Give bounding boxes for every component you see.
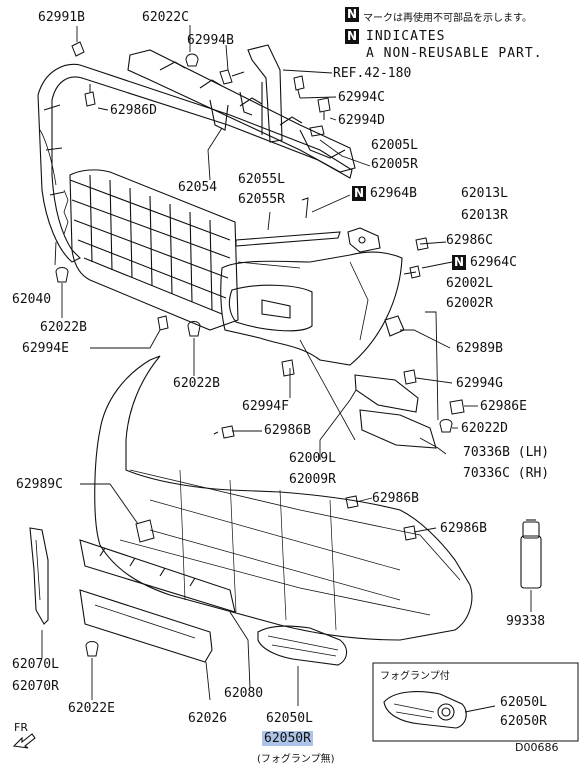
part-label: 62013L xyxy=(461,186,508,201)
non-reusable-mark: N xyxy=(352,186,366,201)
front-marker: FR xyxy=(14,721,28,734)
fog-option-box xyxy=(372,662,579,742)
side-extension xyxy=(29,527,49,625)
part-label: 62005L xyxy=(371,138,418,153)
part-label: 62050L xyxy=(266,711,313,726)
lower-spoiler xyxy=(79,589,213,663)
part-label: 62055R xyxy=(238,192,285,207)
part-label: 62070L xyxy=(12,657,59,672)
part-label: 62022B xyxy=(173,376,220,391)
bumper-corner xyxy=(220,251,403,366)
part-label: 62994C xyxy=(338,90,385,105)
part-label: 62986E xyxy=(480,399,527,414)
upper-bumper-frame xyxy=(37,63,353,331)
part-label: 62013R xyxy=(461,208,508,223)
part-label: 62022B xyxy=(40,320,87,335)
radiator-support xyxy=(247,44,283,143)
part-label: 62005R xyxy=(371,157,418,172)
part-label: 62022D xyxy=(461,421,508,436)
part-label: 62022C xyxy=(142,10,189,25)
part-label: 62994D xyxy=(338,113,385,128)
part-label: 62055L xyxy=(238,172,285,187)
part-label: 62991B xyxy=(38,10,85,25)
part-label: 62964B xyxy=(370,186,417,201)
non-reusable-mark: N xyxy=(452,255,466,270)
no-fog-note: (フォグランプ無) xyxy=(257,754,335,765)
legend-english-line2: A NON-REUSABLE PART. xyxy=(366,46,543,61)
fog-cover-plain xyxy=(257,625,348,666)
part-label: 70336C (RH) xyxy=(463,466,550,481)
part-label: 62050R xyxy=(500,714,547,729)
non-reusable-mark: N xyxy=(345,7,359,22)
part-label: 62964C xyxy=(470,255,517,270)
lower-bumper xyxy=(94,355,473,641)
lower-grille xyxy=(79,539,236,613)
legend-english-line1: INDICATES xyxy=(366,29,446,44)
part-label: 62002L xyxy=(446,276,493,291)
diagram-id: D00686 xyxy=(515,741,559,754)
side-brackets xyxy=(354,315,437,449)
fog-cover-with-lamp xyxy=(383,691,467,729)
part-label-highlighted[interactable]: 62050R xyxy=(262,731,313,746)
part-label: 62994E xyxy=(22,341,69,356)
part-label: 70336B (LH) xyxy=(463,445,550,460)
leader-lines xyxy=(41,25,532,713)
moulding-strip xyxy=(235,231,341,247)
part-label: 99338 xyxy=(506,614,546,629)
part-label: 62050L xyxy=(500,695,547,710)
part-label: 62080 xyxy=(224,686,264,701)
part-label: 62986C xyxy=(446,233,493,248)
part-label: 62994B xyxy=(187,33,234,48)
non-reusable-mark: N xyxy=(345,29,359,44)
touch-up-paint xyxy=(520,519,542,589)
part-label: 62070R xyxy=(12,679,59,694)
upper-reinforcement xyxy=(127,49,356,173)
part-label: 62994G xyxy=(456,376,503,391)
part-label: 62989C xyxy=(16,477,63,492)
part-label: 62989B xyxy=(456,341,503,356)
part-label: 62026 xyxy=(188,711,228,726)
part-label: 62040 xyxy=(12,292,52,307)
reference-label: REF.42-180 xyxy=(333,66,412,81)
fog-box-title: フォグランプ付 xyxy=(380,671,450,682)
part-label: 62986D xyxy=(110,103,157,118)
part-label: 62009R xyxy=(289,472,336,487)
part-label: 62002R xyxy=(446,296,493,311)
front-arrow-icon xyxy=(12,733,36,749)
part-label: 62994F xyxy=(242,399,289,414)
part-label: 62986B xyxy=(372,491,419,506)
part-label: 62986B xyxy=(264,423,311,438)
part-label: 62009L xyxy=(289,451,336,466)
legend-japanese-note: マークは再使用不可部品を示します。 xyxy=(363,13,532,24)
part-label: 62054 xyxy=(178,180,218,195)
fasteners xyxy=(55,41,465,657)
bracket-62013 xyxy=(347,227,381,253)
part-label: 62986B xyxy=(440,521,487,536)
part-label: 62022E xyxy=(68,701,115,716)
